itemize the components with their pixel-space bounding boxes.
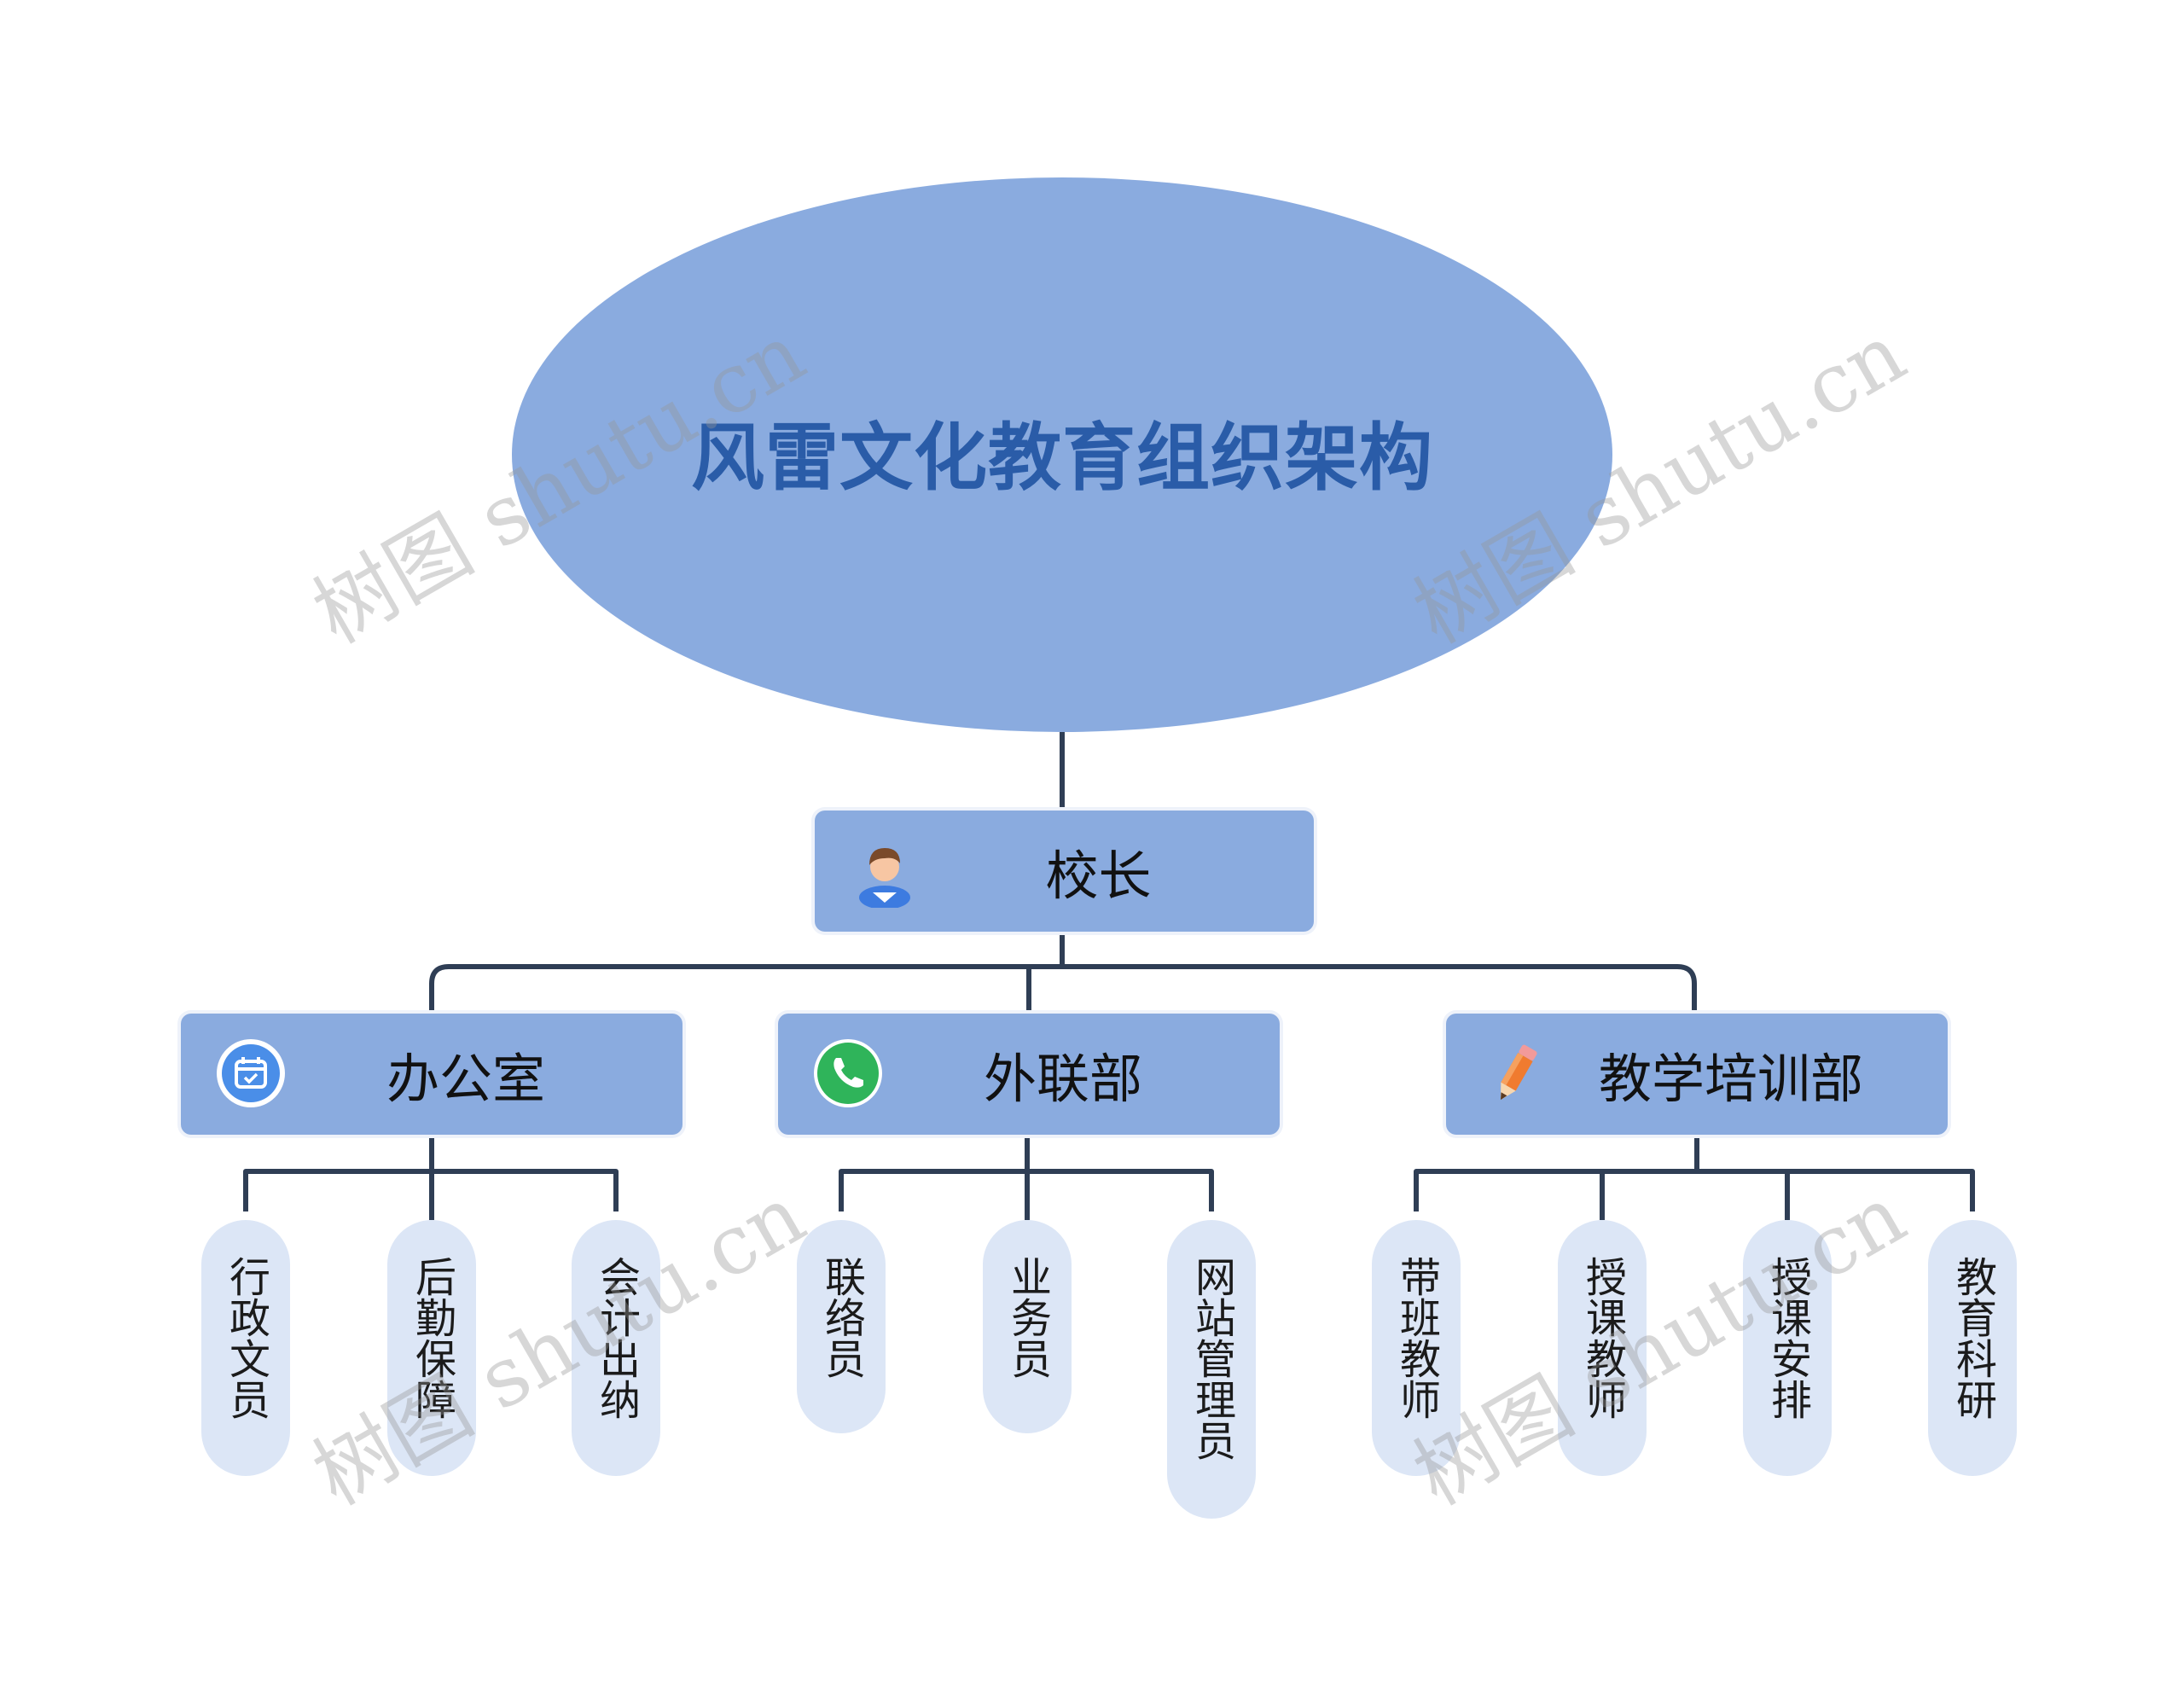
node-principal[interactable]: 校长 — [815, 811, 1314, 932]
role-liaison-2[interactable]: 业务员 — [983, 1220, 1072, 1433]
root-node[interactable]: 风雷文化教育组织架构 — [512, 177, 1612, 732]
connector-principal-branches — [429, 964, 1697, 1014]
role-label: 业务员 — [1003, 1256, 1051, 1379]
role-label: 教育科研 — [1949, 1256, 1996, 1420]
role-label: 会计出纳 — [592, 1256, 640, 1420]
role-office-2[interactable]: 后勤保障 — [387, 1220, 476, 1476]
role-office-1[interactable]: 行政文员 — [201, 1220, 290, 1476]
connector-teaching-branches — [1414, 1169, 1975, 1211]
role-office-3[interactable]: 会计出纳 — [572, 1220, 660, 1476]
teaching-label: 教学培训部 — [1598, 1048, 1863, 1110]
role-label: 联络员 — [817, 1256, 865, 1379]
node-liaison[interactable]: 外联部 — [778, 1014, 1280, 1135]
person-avatar-icon — [859, 848, 910, 908]
role-label: 后勤保障 — [408, 1256, 456, 1420]
role-teaching-4[interactable]: 教育科研 — [1928, 1220, 2017, 1476]
role-liaison-1[interactable]: 联络员 — [797, 1220, 886, 1433]
liaison-label: 外联部 — [983, 1048, 1142, 1110]
role-label: 网站管理员 — [1188, 1256, 1235, 1461]
role-label: 授课教师 — [1578, 1256, 1626, 1420]
office-label: 办公室 — [386, 1048, 545, 1110]
root-title: 风雷文化教育组织架构 — [691, 415, 1433, 501]
node-office[interactable]: 办公室 — [181, 1014, 682, 1135]
node-teaching[interactable]: 教学培训部 — [1446, 1014, 1948, 1135]
role-teaching-2[interactable]: 授课教师 — [1558, 1220, 1647, 1476]
role-label: 授课安排 — [1763, 1256, 1811, 1420]
role-liaison-3[interactable]: 网站管理员 — [1167, 1220, 1256, 1519]
phone-icon — [814, 1039, 882, 1107]
role-label: 带班教师 — [1392, 1256, 1440, 1420]
calendar-icon — [217, 1039, 285, 1107]
principal-label: 校长 — [1045, 845, 1152, 907]
pencil-icon — [1501, 1044, 1537, 1101]
role-label: 行政文员 — [222, 1256, 270, 1420]
role-teaching-1[interactable]: 带班教师 — [1372, 1220, 1461, 1476]
role-teaching-3[interactable]: 授课安排 — [1743, 1220, 1832, 1476]
